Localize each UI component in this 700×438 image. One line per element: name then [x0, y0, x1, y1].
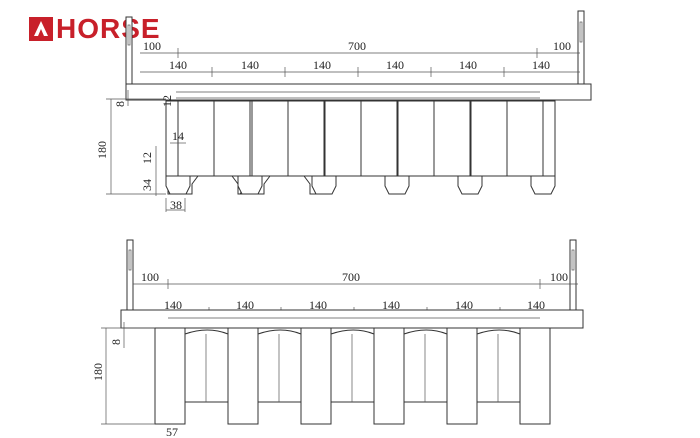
top-left-end-web	[165, 100, 179, 177]
horse-logo-mark-icon	[29, 17, 53, 41]
top-spacing-label: 140	[169, 58, 187, 72]
top-girder-bulb	[165, 175, 191, 195]
top-girder-bulb	[311, 175, 337, 195]
bottom-girders	[154, 327, 551, 425]
top-spacing-label: 140	[532, 58, 550, 72]
bottom-left-railing-slot	[128, 249, 132, 271]
bottom-spacing-label: 140	[527, 298, 545, 312]
top-girder-bulb	[530, 175, 556, 195]
top-slab-label: 8	[113, 101, 127, 107]
bottom-girder-void	[476, 329, 521, 403]
bottom-girder-stem	[446, 327, 478, 425]
top-cross-section: 100 700 100 140 140 140 140 140 140	[95, 10, 592, 212]
bottom-span-total-label: 700	[342, 270, 360, 284]
top-span-total-label: 700	[348, 39, 366, 53]
bottom-girder-void	[330, 329, 375, 403]
top-girder-bulb	[384, 175, 410, 195]
top-web-label: 14	[172, 129, 184, 143]
top-girder-bulb	[237, 175, 263, 195]
top-haunch-label: 12	[160, 95, 174, 107]
top-girders	[165, 100, 556, 195]
top-spacing-label: 140	[313, 58, 331, 72]
bottom-spacing-label: 140	[236, 298, 254, 312]
bottom-cross-section: 100 700 100 140 140 140 140 140 140	[91, 239, 584, 438]
bottom-side-left-label: 100	[141, 270, 159, 284]
bottom-right-railing-slot	[571, 249, 575, 271]
top-girder-web	[213, 100, 251, 177]
top-left-railing-post	[125, 16, 133, 90]
top-girder-web	[433, 100, 471, 177]
top-girder-web	[287, 100, 325, 177]
bottom-height-label: 180	[91, 363, 105, 381]
bottom-girder-void	[257, 329, 302, 403]
top-girder-bulb	[457, 175, 483, 195]
top-girder-web	[177, 100, 215, 177]
bottom-girder-stem	[227, 327, 259, 425]
top-spacing-label: 140	[459, 58, 477, 72]
top-height-label: 180	[95, 141, 109, 159]
bottom-girder-stem	[373, 327, 405, 425]
top-girder-web	[397, 100, 435, 177]
top-spacing-label: 140	[386, 58, 404, 72]
bottom-slab-label: 8	[109, 339, 123, 345]
bottom-girder-stem	[519, 327, 551, 425]
top-girder-web	[324, 100, 362, 177]
bottom-girder-void	[403, 329, 448, 403]
bottom-deck-slab	[120, 309, 584, 329]
bottom-right-railing-post	[569, 239, 577, 311]
top-side-right-label: 100	[553, 39, 571, 53]
top-bulb-width-label: 38	[170, 198, 182, 212]
bottom-left-railing-post	[126, 239, 134, 311]
top-girder-web	[251, 100, 289, 177]
top-girder-web	[360, 100, 398, 177]
bottom-stem-width-label: 57	[166, 425, 178, 438]
bottom-girder-stem	[154, 327, 186, 425]
top-girder-web	[506, 100, 544, 177]
top-web-lower-label: 12	[140, 152, 154, 164]
bottom-side-right-label: 100	[550, 270, 568, 284]
bottom-girder-stem	[300, 327, 332, 425]
bottom-spacing-label: 140	[164, 298, 182, 312]
top-right-end-web	[542, 100, 556, 177]
top-left-railing-slot	[127, 24, 131, 46]
top-side-left-label: 100	[143, 39, 161, 53]
logo-wordmark: HORSE	[56, 13, 161, 44]
bottom-spacing-label: 140	[455, 298, 473, 312]
top-bulb-height-label: 34	[140, 179, 154, 191]
bottom-spacing-label: 140	[382, 298, 400, 312]
horse-logo: HORSE	[28, 14, 161, 44]
bottom-girder-void	[184, 329, 229, 403]
top-spacing-label: 140	[241, 58, 259, 72]
bottom-spacing-label: 140	[309, 298, 327, 312]
top-girder-web	[470, 100, 508, 177]
top-right-railing-slot	[579, 21, 583, 43]
